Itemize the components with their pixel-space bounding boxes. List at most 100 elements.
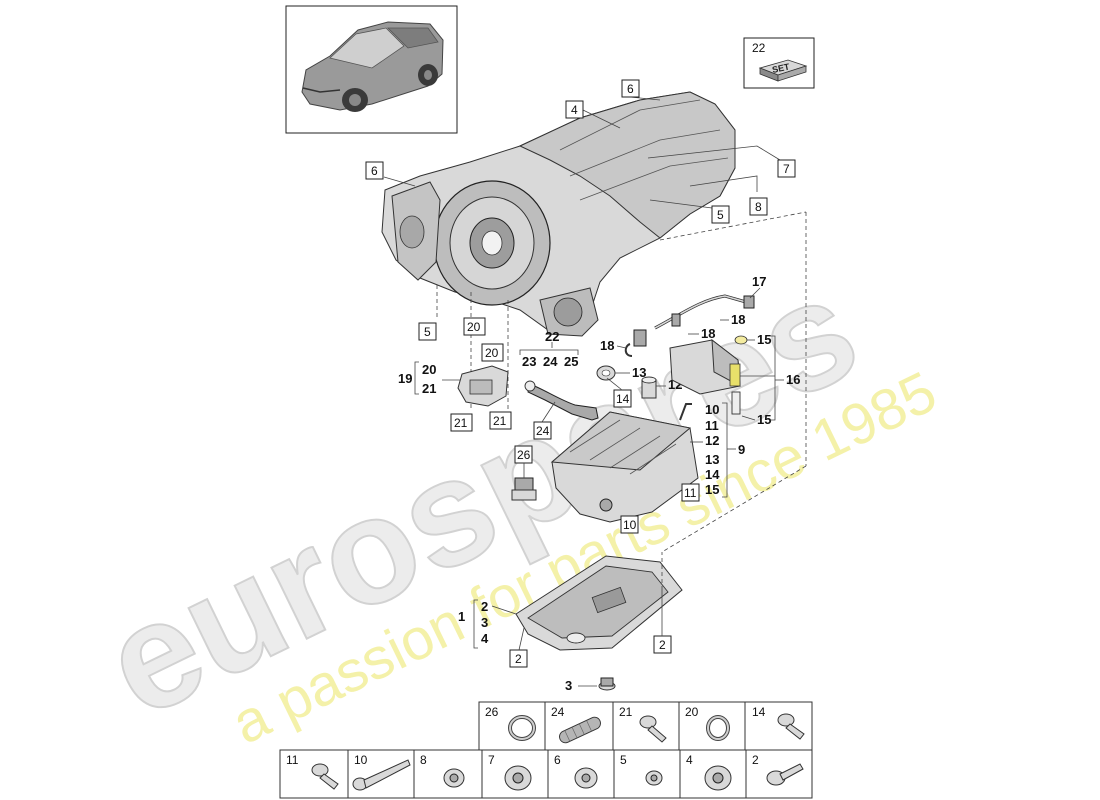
label-18-left: 18 (600, 338, 614, 353)
callout-7-number: 7 (783, 162, 790, 176)
bolt-icon (777, 713, 805, 740)
long-bolt-icon (352, 759, 411, 791)
callout-21-left-number: 21 (454, 416, 468, 430)
table-cell-8[interactable]: 8 (413, 749, 483, 799)
table-cell-24-number: 24 (551, 705, 565, 719)
label-group-22: 22 23 24 25 (519, 329, 578, 369)
bolt-icon (766, 763, 804, 786)
table-cell-4[interactable]: 4 (679, 749, 747, 799)
set-icon-label: SET (771, 61, 791, 75)
label-24: 24 (543, 354, 558, 369)
plug-bolt-icon (443, 768, 465, 788)
label-13: 13 (632, 365, 646, 380)
label-18-mid: 18 (731, 312, 745, 327)
callout-2-right[interactable]: 2 (653, 635, 672, 654)
sensor-18 (624, 329, 647, 357)
callout-10-number: 10 (623, 518, 637, 532)
callout-20-upper[interactable]: 20 (463, 317, 486, 336)
label-15-upper: 15 (757, 332, 771, 347)
callout-4[interactable]: 4 (565, 100, 584, 119)
table-cell-10[interactable]: 10 (347, 749, 415, 799)
table-cell-21[interactable]: 21 (612, 701, 680, 751)
label-group-19: 19 20 21 (398, 361, 460, 396)
label-9-item-11: 11 (705, 418, 719, 433)
callout-5-right-number: 5 (717, 208, 724, 222)
table-cell-20[interactable]: 20 (678, 701, 746, 751)
callout-2-left-number: 2 (515, 652, 522, 666)
callout-10[interactable]: 10 (620, 515, 639, 534)
callout-6-left[interactable]: 6 (365, 161, 384, 180)
label-19-item-21: 21 (422, 381, 436, 396)
callout-11[interactable]: 11 (681, 483, 700, 502)
set-icon: SET (758, 59, 808, 82)
table-cell-10-number: 10 (354, 753, 368, 767)
label-15-lower: 15 (757, 412, 771, 427)
label-18-lower: 18 (701, 326, 715, 341)
car-thumbnail (285, 5, 458, 134)
callout-24-number: 24 (536, 424, 550, 438)
plug-bolt-icon (704, 765, 732, 791)
table-cell-14[interactable]: 14 (744, 701, 813, 751)
callout-24[interactable]: 24 (533, 421, 552, 440)
table-cell-6[interactable]: 6 (547, 749, 615, 799)
callout-2-right-number: 2 (659, 638, 666, 652)
table-cell-20-number: 20 (685, 705, 699, 719)
plug-bolt-icon (574, 767, 598, 789)
table-cell-5[interactable]: 5 (613, 749, 681, 799)
callout-8[interactable]: 8 (749, 197, 768, 216)
table-cell-11-number: 11 (286, 753, 299, 767)
label-1-item-3: 3 (481, 615, 488, 630)
label-17: 17 (752, 274, 766, 289)
callout-5-right[interactable]: 5 (711, 205, 730, 224)
plug-12 (641, 376, 657, 399)
label-group-1: 1 2 3 4 (458, 599, 517, 649)
callout-5-left[interactable]: 5 (418, 322, 437, 341)
label-1-item-4: 4 (481, 631, 489, 646)
label-25: 25 (564, 354, 578, 369)
transmission-assembly (381, 91, 736, 337)
callout-21-right-number: 21 (493, 414, 507, 428)
mount-bracket (457, 365, 509, 407)
callout-14[interactable]: 14 (613, 389, 632, 408)
label-9: 9 (738, 442, 745, 457)
callout-21-left[interactable]: 21 (450, 413, 473, 432)
label-22: 22 (545, 329, 559, 344)
label-3-drain: 3 (565, 678, 572, 693)
callout-6-top-number: 6 (627, 82, 634, 96)
callout-11-number: 11 (684, 486, 697, 500)
bolt-icon (311, 763, 339, 790)
callout-21-right[interactable]: 21 (489, 411, 512, 430)
callout-2-left[interactable]: 2 (509, 649, 528, 668)
callout-26[interactable]: 26 (514, 445, 533, 464)
table-cell-21-number: 21 (619, 705, 633, 719)
callout-14-number: 14 (616, 392, 630, 406)
table-cell-6-number: 6 (554, 753, 561, 767)
callout-7[interactable]: 7 (777, 159, 796, 178)
callout-26-number: 26 (517, 448, 531, 462)
table-cell-24[interactable]: 24 (544, 701, 614, 751)
label-19: 19 (398, 371, 412, 386)
callout-6-top[interactable]: 6 (621, 79, 640, 98)
table-cell-7[interactable]: 7 (481, 749, 549, 799)
drain-plug (598, 677, 616, 691)
set-box-number: 22 (752, 41, 766, 55)
filter-plug (511, 477, 537, 501)
label-9-item-12: 12 (705, 433, 719, 448)
label-19-item-20: 20 (422, 362, 436, 377)
table-cell-11[interactable]: 11 (279, 749, 349, 799)
table-cell-2[interactable]: 2 (745, 749, 813, 799)
seal-ring-13 (596, 365, 616, 381)
oil-pipe (524, 380, 599, 421)
callout-8-number: 8 (755, 200, 762, 214)
table-cell-26[interactable]: 26 (478, 701, 546, 751)
set-box[interactable]: 22 SET (743, 37, 815, 89)
table-cell-26-number: 26 (485, 705, 499, 719)
hose-icon (559, 716, 601, 744)
callout-20-lower[interactable]: 20 (481, 343, 504, 362)
callout-5-left-number: 5 (424, 325, 431, 339)
parts-table: 26 24 21 20 14 (279, 701, 813, 799)
label-9-item-13: 13 (705, 452, 719, 467)
label-9-item-14: 14 (705, 467, 720, 482)
plug-bolt-icon (645, 770, 663, 786)
